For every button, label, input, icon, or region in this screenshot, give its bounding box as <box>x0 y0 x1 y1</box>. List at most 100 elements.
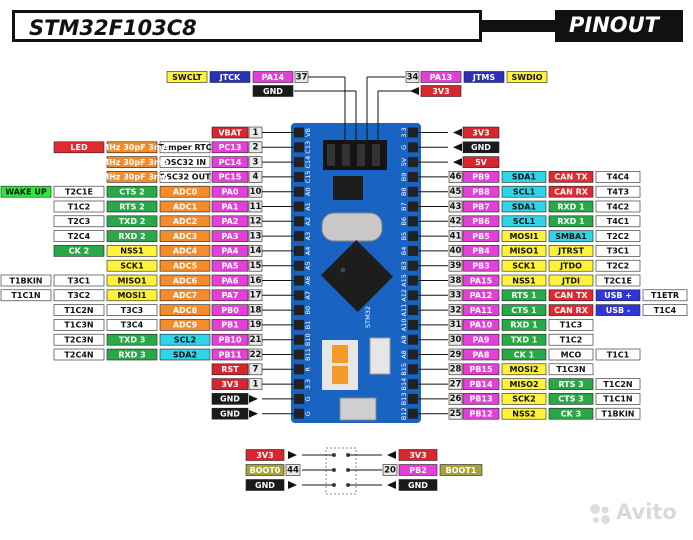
right-func-17-2-bg <box>595 378 641 390</box>
bottom-left-boot0-label: BOOT0 <box>250 466 281 475</box>
right-func-18-0-label: SCK2 <box>512 395 535 404</box>
board-silk-right: B14 <box>400 378 408 391</box>
board-silk-left: A3 <box>304 232 312 241</box>
left-pin-number: 2 <box>253 143 259 153</box>
right-func-13-1-bg <box>548 319 594 331</box>
bottom-header-outline <box>325 447 357 495</box>
left-pin-pa5-label: PA5 <box>222 262 239 271</box>
board-silk-right: A10 <box>400 319 408 332</box>
board-silk-left: A7 <box>304 291 312 300</box>
left-func-3-0-label: OSC32 OUT <box>159 173 211 182</box>
left-pin-number: 4 <box>253 172 259 182</box>
board-left-pin <box>294 186 304 197</box>
left-pin-pb11-bg <box>211 348 249 361</box>
board-right-pin <box>408 171 418 182</box>
right-func-12-1-label: CAN RX <box>554 306 589 315</box>
right-pin-pa9-bg <box>462 333 500 346</box>
board-regulator <box>333 176 363 200</box>
board-left-pin <box>294 275 304 286</box>
left-func-7-2-bg <box>53 230 105 242</box>
left-pin-pb0-label: PB0 <box>221 306 239 315</box>
left-pin-pb10-label: PB10 <box>218 336 242 345</box>
left-func-13-0-bg <box>159 319 211 331</box>
right-func-15-2-bg <box>595 348 641 361</box>
left-pin-number: 21 <box>250 335 262 345</box>
left-pin-pa3-bg <box>211 230 249 242</box>
left-pin-number-bg <box>248 141 263 154</box>
left-func-7-2-label: T2C4 <box>68 232 91 241</box>
left-pin-pa3-label: PA3 <box>222 232 239 241</box>
left-func-13-0-label: ADC9 <box>173 321 198 330</box>
right-func-3-0-bg <box>501 171 547 183</box>
right-pin-number: 39 <box>450 261 462 271</box>
top-swdio-bg <box>506 71 548 83</box>
left-func-2-1-bg <box>106 156 158 168</box>
board-header-pin <box>342 144 350 166</box>
left-pin-pa0-label: PA0 <box>222 188 239 197</box>
right-func-8-2-bg <box>595 245 641 257</box>
right-func-18-2-label: T1C1N <box>603 395 632 404</box>
board-silk-right: B3 <box>400 261 408 270</box>
top-right-3v3-label: 3V3 <box>432 87 449 96</box>
right-pin-gnd-bg <box>462 141 500 154</box>
right-func-12-3-bg <box>642 304 688 316</box>
left-func-1-2-label: LED <box>70 143 88 152</box>
left-func-11-0-label: ADC7 <box>173 291 197 300</box>
left-func-4-3-bg <box>0 185 52 198</box>
right-func-12-0-label: CTS 1 <box>511 306 537 315</box>
left-pin-number: 18 <box>250 305 262 315</box>
left-pin-pa5-bg <box>211 259 249 272</box>
left-func-13-1-bg <box>106 319 158 331</box>
board-left-pin <box>294 157 304 168</box>
board-silk-left: G <box>304 396 312 401</box>
board-right-pin <box>408 275 418 286</box>
left-pin-rst-label: RST <box>221 365 239 374</box>
right-pin-5v-label: 5V <box>475 158 488 167</box>
left-pin-pa2-label: PA2 <box>222 217 239 226</box>
left-pin-vbat-bg <box>211 126 249 139</box>
left-pin-gnd-bg <box>211 393 249 405</box>
board-right-pin <box>408 142 418 153</box>
left-func-14-0-bg <box>159 333 211 346</box>
right-func-5-0-bg <box>501 200 547 213</box>
right-func-19-0-bg <box>501 407 547 420</box>
board-right-pin <box>408 201 418 212</box>
right-pin-arrow <box>453 158 462 167</box>
right-func-15-1-bg <box>548 348 594 361</box>
right-pin-pb6-bg <box>462 215 500 228</box>
left-func-7-0-label: ADC3 <box>173 232 197 241</box>
right-func-13-0-label: RXD 1 <box>510 321 538 330</box>
right-func-3-2-label: T4C4 <box>607 173 630 182</box>
left-func-2-0-label: OSC32 IN <box>164 158 206 167</box>
right-func-6-1-label: RXD 1 <box>557 217 585 226</box>
right-func-12-2-bg <box>595 304 641 316</box>
right-pin-number: 42 <box>450 217 462 227</box>
left-func-9-1-label: SCK1 <box>120 262 144 271</box>
top-pa14-label: PA14 <box>262 73 285 82</box>
bottom-right-gnd-label: GND <box>408 481 428 490</box>
board-silk-left: A0 <box>304 187 312 196</box>
left-pin-number: 12 <box>250 217 262 227</box>
right-pin-number: 46 <box>450 172 462 182</box>
left-func-12-1-bg <box>106 304 158 316</box>
right-pin-pb5-bg <box>462 230 500 242</box>
bottom-left-3v3-label: 3V3 <box>256 451 273 460</box>
right-pin-number-bg <box>448 274 463 287</box>
right-pin-pa15-bg <box>462 274 500 287</box>
left-func-4-0-bg <box>159 185 211 198</box>
right-func-15-1-label: MCO <box>561 350 582 359</box>
right-pin-number: 27 <box>450 379 462 389</box>
left-func-12-1-label: T3C3 <box>121 306 143 315</box>
board-left-pin <box>294 231 304 242</box>
board-header-pin <box>327 144 335 166</box>
board-silk-right: 5V <box>400 157 408 166</box>
right-pin-number-bg <box>448 259 463 272</box>
right-pin-number-bg <box>448 200 463 213</box>
board-jumper-bottom <box>332 366 348 384</box>
right-func-18-1-label: CTS 3 <box>558 395 583 404</box>
right-func-11-1-label: CAN TX <box>554 291 588 300</box>
right-pin-number-bg <box>448 348 463 361</box>
left-pin-number-bg <box>248 333 263 346</box>
left-func-9-0-label: ADC5 <box>173 262 198 271</box>
